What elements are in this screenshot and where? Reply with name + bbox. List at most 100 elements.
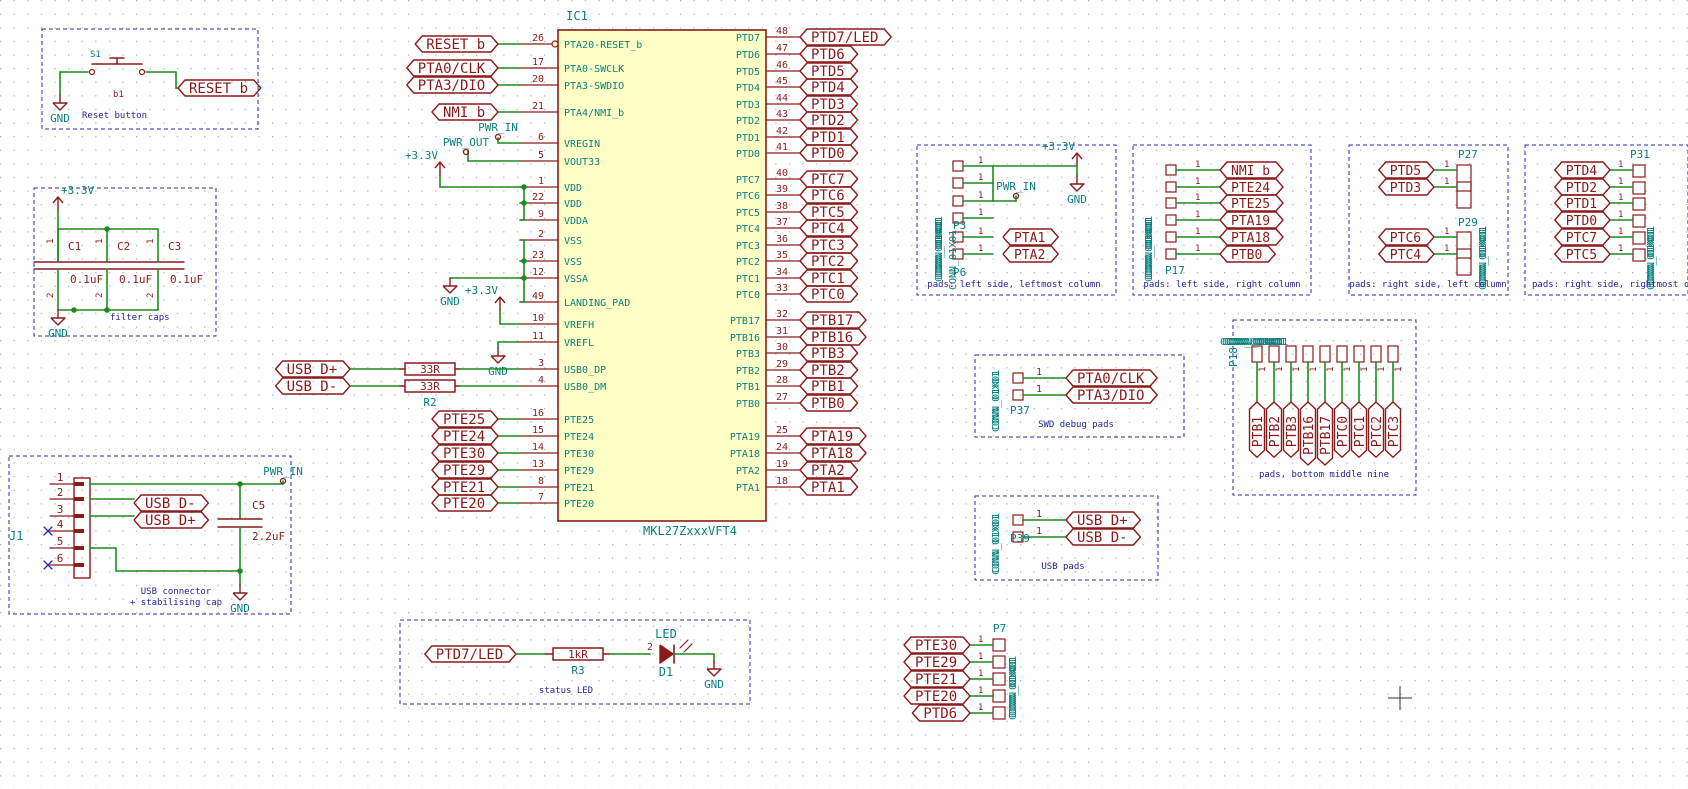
net-label[interactable]: PTA0/CLK — [1077, 371, 1145, 387]
net-label[interactable]: USB_D+ — [145, 513, 196, 529]
net-label[interactable]: PTE29 — [915, 655, 957, 671]
pin-name: PTA0-SWCLK — [564, 64, 624, 75]
net-label[interactable]: PTD0 — [811, 146, 845, 162]
net-label[interactable]: PTB1 — [811, 379, 845, 395]
net-label[interactable]: PTC3 — [1387, 416, 1402, 447]
net-label[interactable]: PTC6 — [811, 188, 845, 204]
net-label[interactable]: PTD3 — [1390, 181, 1421, 196]
net-label[interactable]: PTB16 — [811, 330, 853, 346]
net-label[interactable]: PTA2 — [811, 463, 845, 479]
net-label-outline — [177, 79, 262, 97]
net-label[interactable]: PTC2 — [1370, 416, 1385, 447]
net-label[interactable]: PTC4 — [811, 221, 845, 237]
net-label[interactable]: PTB17 — [1319, 416, 1334, 455]
net-label[interactable]: PTD5 — [811, 64, 845, 80]
net-label[interactable]: PTD4 — [811, 80, 845, 96]
net-label[interactable]: PTC6 — [1390, 231, 1421, 246]
no-connect-mark — [43, 526, 53, 536]
net-label[interactable]: PTE20 — [443, 496, 485, 512]
net-label[interactable]: NMI_b — [1231, 164, 1270, 179]
net-label[interactable]: PTB17 — [811, 313, 853, 329]
net-label[interactable]: PTE30 — [915, 638, 957, 654]
pin-name: VOUT33 — [564, 157, 600, 168]
net-label-outline — [903, 670, 971, 688]
net-label[interactable]: PTB0 — [811, 396, 845, 412]
net-label-outline — [1219, 245, 1276, 263]
pin-number: 36 — [776, 234, 788, 245]
net-label[interactable]: PTC0 — [811, 287, 845, 303]
pad-value: CONN_01X01 — [1478, 230, 1489, 290]
net-label[interactable]: USB_D- — [287, 379, 338, 395]
net-label[interactable]: PTE24 — [443, 429, 485, 445]
net-label[interactable]: PTD2 — [811, 113, 845, 129]
net-label[interactable]: PTA3/DIO — [1077, 388, 1144, 404]
net-label[interactable]: USB_D- — [1077, 530, 1128, 546]
net-label[interactable]: PTB2 — [811, 363, 845, 379]
resistor-value: 1kR — [568, 648, 588, 661]
net-label[interactable]: PTA0/CLK — [418, 61, 486, 77]
net-label[interactable]: PTE25 — [1231, 197, 1270, 212]
net-label[interactable]: NMI_b — [443, 105, 485, 121]
net-label[interactable]: PTE24 — [1231, 181, 1270, 196]
net-label[interactable]: PTE29 — [443, 463, 485, 479]
net-label[interactable]: PTE25 — [443, 412, 485, 428]
net-label[interactable]: RESET_b — [189, 81, 248, 97]
net-label[interactable]: PTA1 — [1014, 231, 1045, 246]
net-label[interactable]: PTB0 — [1231, 248, 1262, 263]
net-label[interactable]: RESET_b — [426, 37, 485, 53]
ic-body[interactable] — [557, 29, 767, 522]
pin-name: PTA1 — [736, 483, 760, 494]
net-label[interactable]: PTB16 — [1302, 416, 1317, 455]
net-label[interactable]: PTC1 — [811, 271, 845, 287]
net-label[interactable]: PTD0 — [1566, 214, 1597, 229]
net-label[interactable]: PTE20 — [915, 689, 957, 705]
net-label[interactable]: PTD7/LED — [436, 647, 503, 663]
net-label[interactable]: PTC2 — [811, 254, 845, 270]
net-label[interactable]: PTD6 — [923, 706, 957, 722]
net-label[interactable]: PTA19 — [811, 429, 853, 445]
net-label[interactable]: PTA18 — [811, 446, 853, 462]
net-label[interactable]: PTC7 — [811, 172, 845, 188]
net-label[interactable]: PTB2 — [1268, 416, 1283, 447]
net-label[interactable]: PTA1 — [811, 480, 845, 496]
net-label[interactable]: PTE30 — [443, 446, 485, 462]
pin-number: 1 — [978, 652, 983, 662]
net-label[interactable]: PTC3 — [811, 238, 845, 254]
net-label[interactable]: PTC1 — [1353, 416, 1368, 447]
led-value: LED — [655, 627, 677, 641]
net-label[interactable]: PTB3 — [811, 346, 845, 362]
net-label[interactable]: USB_D- — [145, 496, 196, 512]
net-label[interactable]: PTC5 — [811, 205, 845, 221]
net-label[interactable]: PTB1 — [1251, 416, 1266, 447]
pin-number: 8 — [538, 476, 544, 487]
net-label[interactable]: PTD4 — [1566, 164, 1597, 179]
net-label[interactable]: PTE21 — [443, 480, 485, 496]
usb-pads-box — [974, 495, 1159, 581]
net-label[interactable]: PTD6 — [811, 47, 845, 63]
block-caption: USB pads — [1041, 562, 1084, 572]
net-label[interactable]: PTB3 — [1285, 416, 1300, 447]
net-label[interactable]: USB_D+ — [287, 362, 338, 378]
net-label[interactable]: PTD1 — [1566, 197, 1597, 212]
net-label[interactable]: PTE21 — [915, 672, 957, 688]
net-label-outline — [1065, 511, 1142, 529]
pin-name: PTB2 — [736, 366, 760, 377]
net-label[interactable]: PTC7 — [1566, 231, 1597, 246]
net-label[interactable]: PTD3 — [811, 97, 845, 113]
net-label[interactable]: PTD7/LED — [811, 30, 878, 46]
net-label[interactable]: USB_D+ — [1077, 513, 1128, 529]
net-label[interactable]: PTA18 — [1231, 231, 1270, 246]
net-label-outline — [799, 111, 859, 129]
net-label[interactable]: PTA19 — [1231, 214, 1270, 229]
net-label[interactable]: PTC5 — [1566, 248, 1597, 263]
net-label[interactable]: PTD2 — [1566, 181, 1597, 196]
net-label[interactable]: PTD1 — [811, 130, 845, 146]
net-label[interactable]: PTA2 — [1014, 248, 1045, 263]
net-label[interactable]: PTD5 — [1390, 164, 1421, 179]
net-label[interactable]: PTA3/DIO — [418, 78, 485, 94]
net-label[interactable]: PTC0 — [1336, 416, 1351, 447]
net-label[interactable]: PTC4 — [1390, 248, 1421, 263]
pad-value: CONN_01X01 — [948, 230, 959, 290]
resistor-value: 33R — [420, 363, 440, 376]
